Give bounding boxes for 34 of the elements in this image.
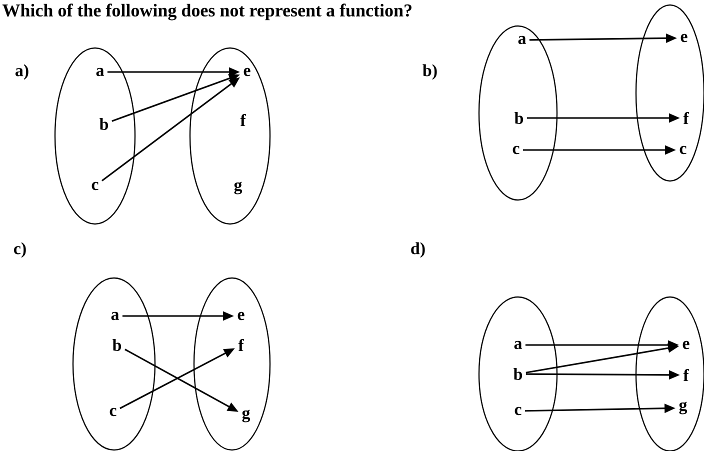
panel-label: d) (411, 242, 425, 258)
element-label: b (514, 112, 524, 124)
element-label: e (238, 312, 244, 320)
element-label: f (240, 114, 246, 126)
title: Which of the following does not represent a function? (2, 4, 412, 20)
element-label: c (110, 408, 116, 416)
element-label: f (238, 339, 244, 351)
element-label: g (234, 182, 242, 194)
set-ellipse (478, 25, 558, 201)
element-label: a (96, 68, 104, 76)
element-label: f (683, 112, 689, 124)
element-label: a (514, 340, 522, 350)
element-label: c (512, 146, 520, 154)
element-label: c (680, 146, 686, 154)
element-label: f (683, 369, 689, 381)
element-label: e (244, 68, 250, 76)
panel-label: a) (15, 64, 28, 80)
panel-label: b) (422, 64, 437, 80)
element-label: c (514, 406, 522, 416)
element-label: g (679, 402, 688, 414)
set-ellipse (193, 277, 271, 451)
panel-label: c) (14, 242, 26, 258)
element-label: g (242, 410, 250, 422)
element-label: e (680, 34, 688, 42)
element-label: b (112, 339, 122, 351)
element-label: b (514, 368, 522, 380)
set-ellipse (54, 47, 136, 225)
element-label: b (100, 118, 108, 130)
element-label: c (92, 182, 98, 190)
set-ellipse (72, 277, 156, 451)
element-label: a (518, 36, 526, 44)
set-ellipse (189, 47, 271, 225)
element-label: a (111, 312, 119, 320)
element-label: e (682, 340, 690, 350)
